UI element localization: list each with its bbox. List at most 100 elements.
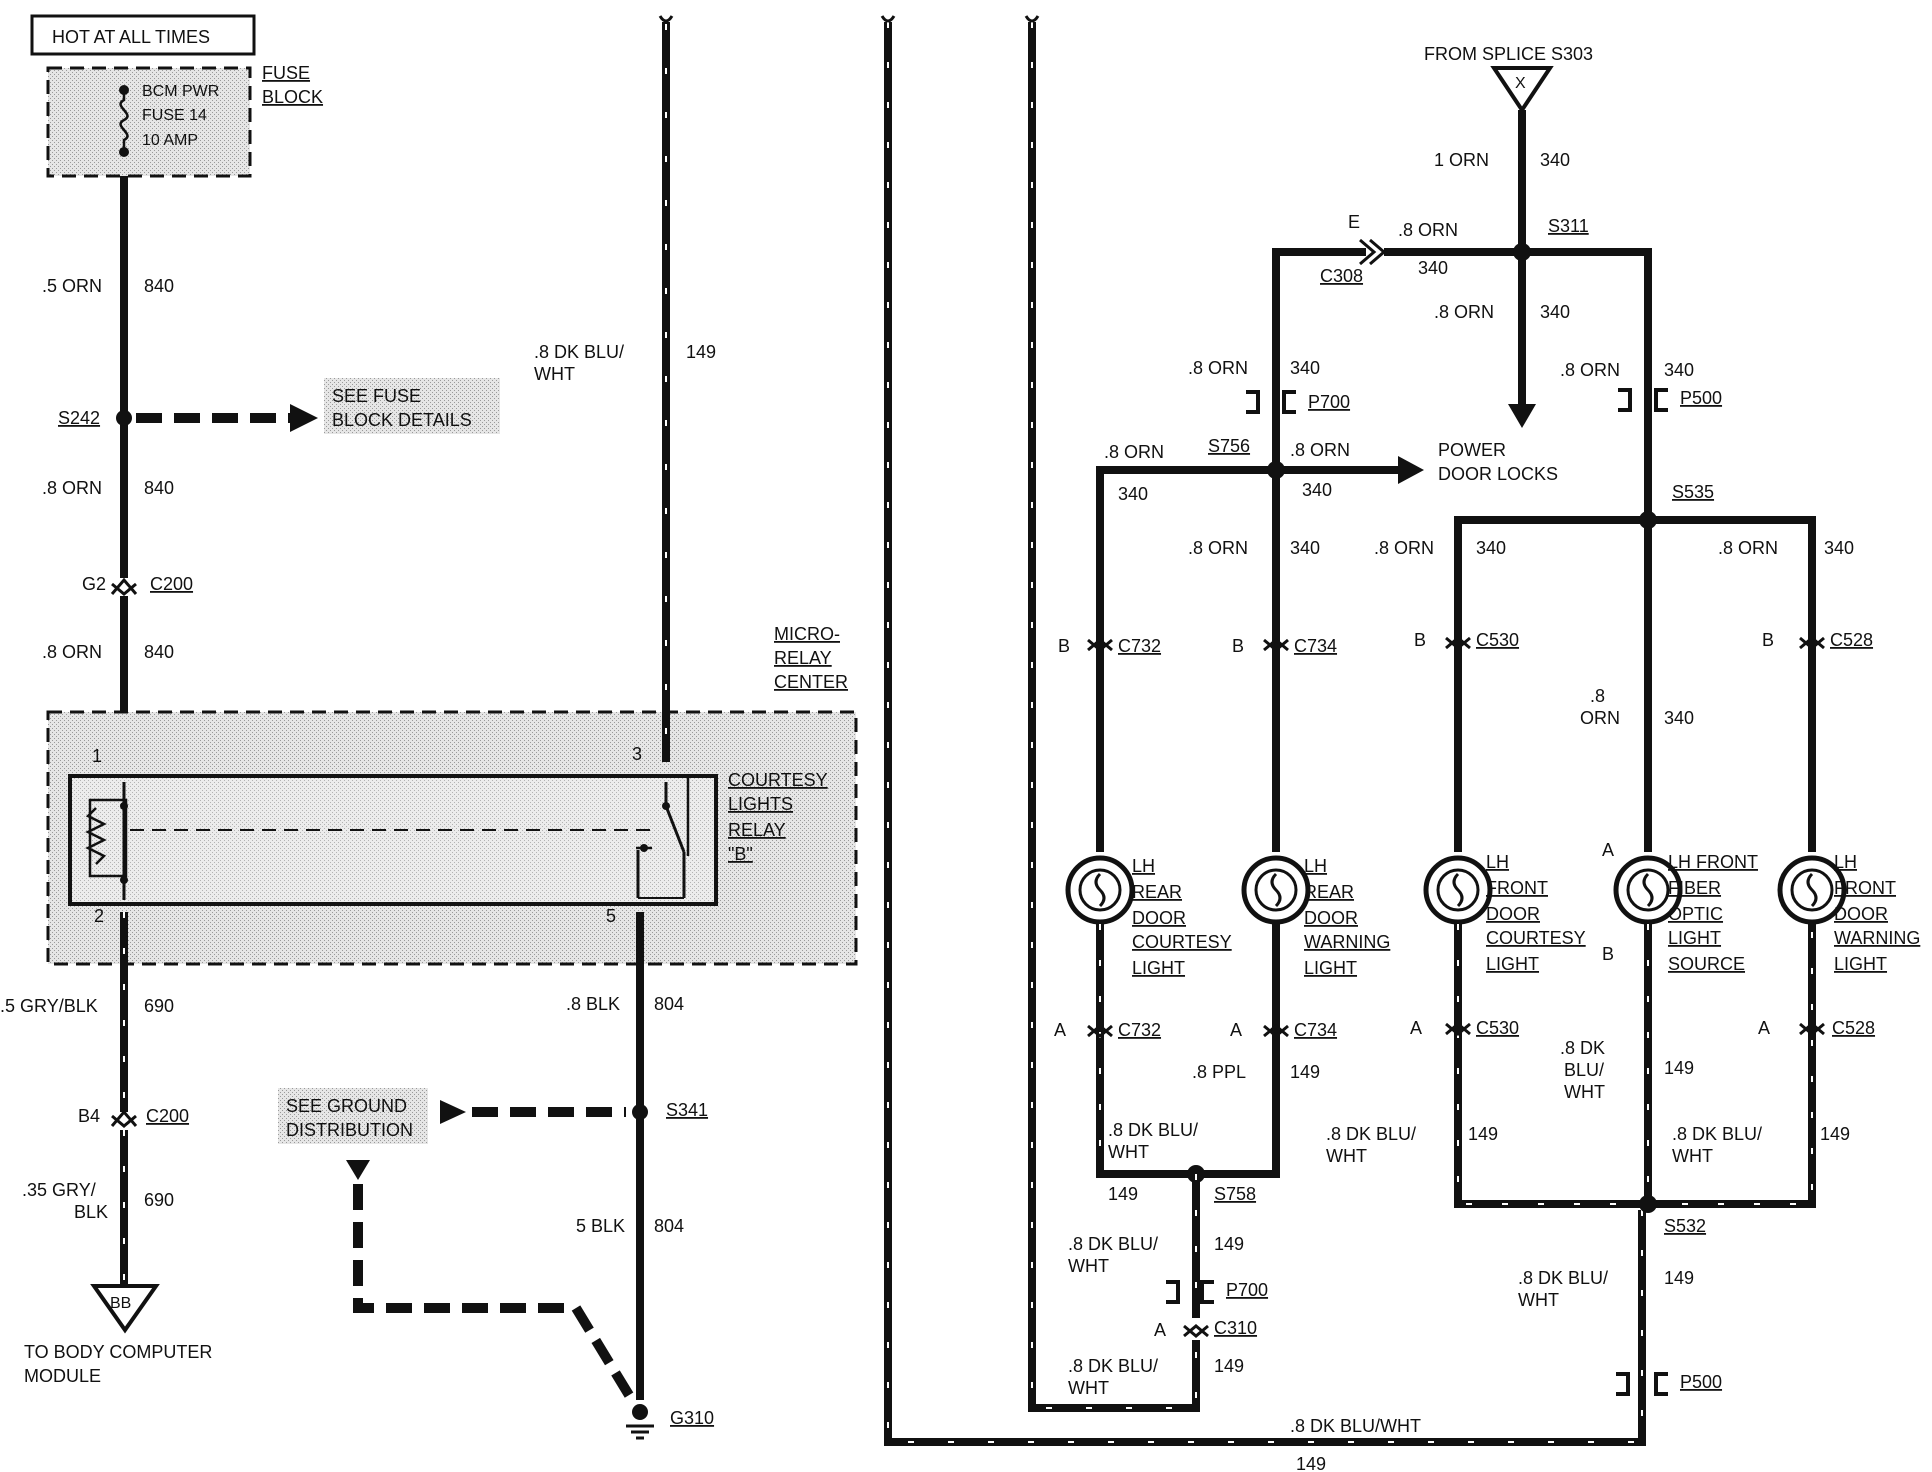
splice-s532-label: S532 xyxy=(1664,1216,1706,1236)
wire-340-fiber-num: 340 xyxy=(1664,708,1694,728)
connector-p700-top: P700 xyxy=(1246,390,1350,414)
splice-s341 xyxy=(632,1104,648,1120)
wire-149-s758l-num: 149 xyxy=(1108,1184,1138,1204)
lamp-lh-front-courtesy xyxy=(1423,855,1493,925)
wire-340-s756l-label: .8 ORN xyxy=(1104,442,1164,462)
to-body-computer-1: TO BODY COMPUTER xyxy=(24,1342,212,1362)
fuse-label-2: FUSE 14 xyxy=(142,107,207,124)
connector-c530-top: B C530 xyxy=(1414,630,1519,650)
wire-149-s758d-label-1: .8 DK BLU/ xyxy=(1068,1234,1158,1254)
c200-bottom-pin: B4 xyxy=(78,1106,100,1126)
wire-149-c530-num: 149 xyxy=(1468,1124,1498,1144)
c528-bottom-label: C528 xyxy=(1832,1018,1875,1038)
wire-340-s756-left xyxy=(1096,466,1276,628)
hot-at-all-times-box: HOT AT ALL TIMES xyxy=(30,14,256,56)
c530-bottom-pin: A xyxy=(1410,1018,1422,1038)
wire-340-top-num: 340 xyxy=(1540,150,1570,170)
hot-at-all-times-label: HOT AT ALL TIMES xyxy=(52,27,210,47)
lamp5-l5: LIGHT xyxy=(1834,954,1887,974)
wire-149-c530-label-2: WHT xyxy=(1326,1146,1367,1166)
splice-s535-label: S535 xyxy=(1672,482,1714,502)
wire-149-c310-label-1: .8 DK BLU/ xyxy=(1068,1356,1158,1376)
connector-c308: E C308 xyxy=(1320,212,1387,286)
fuse-label-1: BCM PWR xyxy=(142,83,219,100)
wire-340-c308-label: .8 ORN xyxy=(1398,220,1458,240)
courtesy-lights-relay: COURTESY LIGHTS RELAY "B" xyxy=(68,770,828,906)
splice-s758-label: S758 xyxy=(1214,1184,1256,1204)
relay-pin-5: 5 xyxy=(606,906,616,926)
lamp-label-lh-rear-courtesy: LH REAR DOOR COURTESY LIGHT xyxy=(1132,856,1232,978)
wire-340-fiber-label-1: .8 xyxy=(1590,686,1605,706)
connector-bb: BB xyxy=(90,1284,160,1334)
wire-340-p500-num: 340 xyxy=(1664,360,1694,380)
c308-label: C308 xyxy=(1320,266,1363,286)
wire-340-c308-num: 340 xyxy=(1418,258,1448,278)
wire-340-c308-right xyxy=(1384,248,1652,514)
wire-840-num-a: 840 xyxy=(144,276,174,296)
c732-bottom-pin: A xyxy=(1054,1020,1066,1040)
connector-c734-top: B C734 xyxy=(1232,636,1337,656)
lamp3-l5: LIGHT xyxy=(1486,954,1539,974)
wire-804-label-b: 5 BLK xyxy=(576,1216,625,1236)
wire-804-num-a: 804 xyxy=(654,994,684,1014)
wire-340-p700-label: .8 ORN xyxy=(1188,358,1248,378)
wire-340-c528-label: .8 ORN xyxy=(1718,538,1778,558)
wire-149-fiber-label-2: BLU/ xyxy=(1564,1060,1604,1080)
wire-340-down-arrow xyxy=(1508,404,1536,428)
relay-label-4: "B" xyxy=(728,844,753,864)
wire-149-s758d-label-2: WHT xyxy=(1068,1256,1109,1276)
wire-149-relay xyxy=(658,15,674,762)
splice-s311-label: S311 xyxy=(1548,216,1589,236)
lamp1-l1: LH xyxy=(1132,856,1155,876)
lamp5-l3: DOOR xyxy=(1834,904,1888,924)
fuse-block-label-1: FUSE xyxy=(262,63,310,83)
relay-pin-3: 3 xyxy=(632,744,642,764)
wire-149-relay-num: 149 xyxy=(686,342,716,362)
relay-label-2: LIGHTS xyxy=(728,794,793,814)
c308-pin: E xyxy=(1348,212,1360,232)
wire-340-fiber-label-2: ORN xyxy=(1580,708,1620,728)
splice-s242-label: S242 xyxy=(58,408,100,428)
wire-149-inner-loop xyxy=(1024,15,1200,1412)
to-body-computer-2: MODULE xyxy=(24,1366,101,1386)
wire-149-s532-label-1: .8 DK BLU/ xyxy=(1518,1268,1608,1288)
fuse-label-3: 10 AMP xyxy=(142,132,198,149)
wire-149-s758l-label-1: .8 DK BLU/ xyxy=(1108,1120,1198,1140)
wire-340-c734-num: 340 xyxy=(1290,538,1320,558)
wire-340-c530-label: .8 ORN xyxy=(1374,538,1434,558)
splice-s756-label: S756 xyxy=(1208,436,1250,456)
wire-340-c528-num: 340 xyxy=(1824,538,1854,558)
lamp3-l1: LH xyxy=(1486,852,1509,872)
wire-840-label-c: .8 ORN xyxy=(42,642,102,662)
connector-c732-top: B C732 xyxy=(1058,636,1161,656)
wire-ppl-label: .8 PPL xyxy=(1192,1062,1246,1082)
wire-149-c310-num: 149 xyxy=(1214,1356,1244,1376)
lamp2-l5: LIGHT xyxy=(1304,958,1357,978)
c200-top-label: C200 xyxy=(150,574,193,594)
see-ground-distribution-box: SEE GROUND DISTRIBUTION xyxy=(278,1088,428,1144)
wire-340-c734-label: .8 ORN xyxy=(1188,538,1248,558)
wire-340-down-num: 340 xyxy=(1540,302,1570,322)
lamp-label-lh-front-warning: LH FRONT DOOR WARNING LIGHT xyxy=(1834,852,1920,974)
lamp4-l1: LH FRONT xyxy=(1668,852,1758,872)
c310-label: C310 xyxy=(1214,1318,1257,1338)
wire-340-c530-num: 340 xyxy=(1476,538,1506,558)
wire-340-p700-num: 340 xyxy=(1290,358,1320,378)
wire-c530-c528-lower xyxy=(1454,924,1816,1208)
c530-bottom-label: C530 xyxy=(1476,1018,1519,1038)
splice-s242 xyxy=(116,410,132,426)
fuse-block-label-2: BLOCK xyxy=(262,87,323,107)
see-ground-2: DISTRIBUTION xyxy=(286,1120,413,1140)
lamp1-l3: DOOR xyxy=(1132,908,1186,928)
c528-top-label: C528 xyxy=(1830,630,1873,650)
wire-149-bottom-num: 149 xyxy=(1296,1454,1326,1472)
wire-149-c530-label-1: .8 DK BLU/ xyxy=(1326,1124,1416,1144)
power-door-locks-arrow xyxy=(1398,456,1424,484)
micro-relay-label-1: MICRO- xyxy=(774,624,840,644)
c734-bottom-pin: A xyxy=(1230,1020,1242,1040)
lamp4-l5: SOURCE xyxy=(1668,954,1745,974)
c734-top-label: C734 xyxy=(1294,636,1337,656)
wire-c734-lower-ppl xyxy=(1196,924,1280,1178)
from-splice-label: FROM SPLICE S303 xyxy=(1424,44,1593,64)
